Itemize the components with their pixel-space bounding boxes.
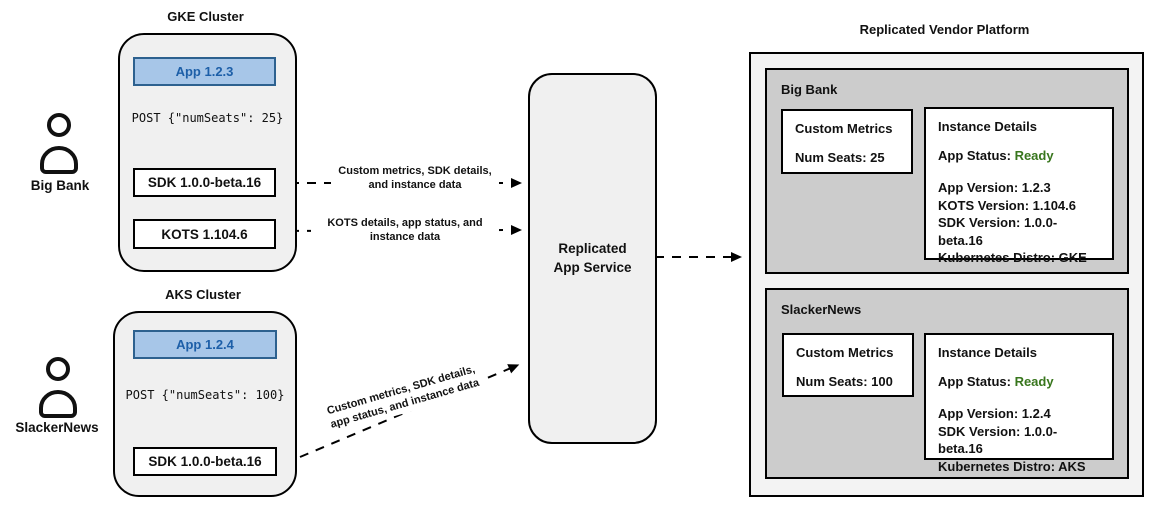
sdk-box-aks: SDK 1.0.0-beta.16 — [133, 447, 277, 476]
custom-metrics-box-slackernews: Custom Metrics Num Seats: 100 — [782, 333, 914, 397]
app-status-label: App Status: — [938, 374, 1015, 389]
cluster-aks: App 1.2.4 POST {"numSeats": 100} SDK 1.0… — [113, 311, 297, 497]
detail-line: App Version: 1.2.3 — [938, 180, 1051, 195]
custom-metrics-title: Custom Metrics — [795, 121, 893, 136]
actor-label-big-bank: Big Bank — [30, 178, 90, 193]
cluster-gke: App 1.2.3 POST {"numSeats": 25} SDK 1.0.… — [118, 33, 297, 272]
arrow-label-sdk-to-service: Custom metrics, SDK details, and instanc… — [331, 163, 499, 194]
vendor-platform-box: Big Bank Custom Metrics Num Seats: 25 In… — [749, 52, 1144, 497]
detail-line: SDK Version: 1.0.0-beta.16 — [938, 215, 1058, 248]
post-request-gke: POST {"numSeats": 25} — [131, 111, 284, 125]
panel-name-slackernews: SlackerNews — [781, 302, 862, 317]
custom-metrics-box-big-bank: Custom Metrics Num Seats: 25 — [781, 109, 913, 174]
num-seats-value: Num Seats: 25 — [795, 150, 885, 165]
num-seats-value: Num Seats: 100 — [796, 374, 893, 389]
post-request-aks: POST {"numSeats": 100} — [125, 388, 285, 402]
app-status-value: Ready — [1014, 148, 1054, 163]
cluster-title-aks: AKS Cluster — [165, 287, 241, 302]
custom-metrics-title: Custom Metrics — [796, 345, 894, 360]
arrow-label-kots-to-service: KOTS details, app status, and instance d… — [311, 215, 499, 246]
actor-label-slackernews: SlackerNews — [15, 420, 99, 435]
instance-details-box-big-bank: Instance Details App Status: Ready App V… — [924, 107, 1114, 265]
replicated-app-service-box: Replicated App Service — [528, 73, 657, 444]
detail-line: SDK Version: 1.0.0-beta.16 — [938, 423, 1058, 457]
app-status-value: Ready — [1014, 374, 1054, 389]
detail-line: Kubernetes Distro: AKS — [938, 458, 1086, 474]
panel-big-bank: Big Bank Custom Metrics Num Seats: 25 In… — [765, 68, 1129, 274]
app-status-label: App Status: — [938, 148, 1015, 163]
panel-name-big-bank: Big Bank — [781, 82, 838, 97]
kots-box-gke: KOTS 1.104.6 — [133, 219, 276, 249]
user-icon-big-bank — [40, 113, 78, 174]
app-status-line: App Status: Ready — [938, 148, 1100, 163]
detail-line: Kubernetes Distro: GKE — [938, 250, 1087, 265]
cluster-title-gke: GKE Cluster — [167, 9, 244, 24]
app-box-gke: App 1.2.3 — [133, 57, 276, 86]
app-status-line: App Status: Ready — [938, 374, 1100, 389]
user-icon-slackernews — [39, 357, 77, 418]
sdk-box-gke: SDK 1.0.0-beta.16 — [133, 168, 276, 197]
detail-line: KOTS Version: 1.104.6 — [938, 197, 1077, 213]
panel-slackernews: SlackerNews Custom Metrics Num Seats: 10… — [765, 288, 1129, 479]
instance-details-title: Instance Details — [938, 345, 1037, 360]
app-box-aks: App 1.2.4 — [133, 330, 277, 359]
instance-details-box-slackernews: Instance Details App Status: Ready App V… — [924, 333, 1114, 474]
detail-line: App Version: 1.2.4 — [938, 406, 1051, 421]
platform-title: Replicated Vendor Platform — [859, 22, 1030, 37]
instance-details-title: Instance Details — [938, 119, 1037, 134]
service-label: Replicated App Service — [553, 241, 632, 275]
